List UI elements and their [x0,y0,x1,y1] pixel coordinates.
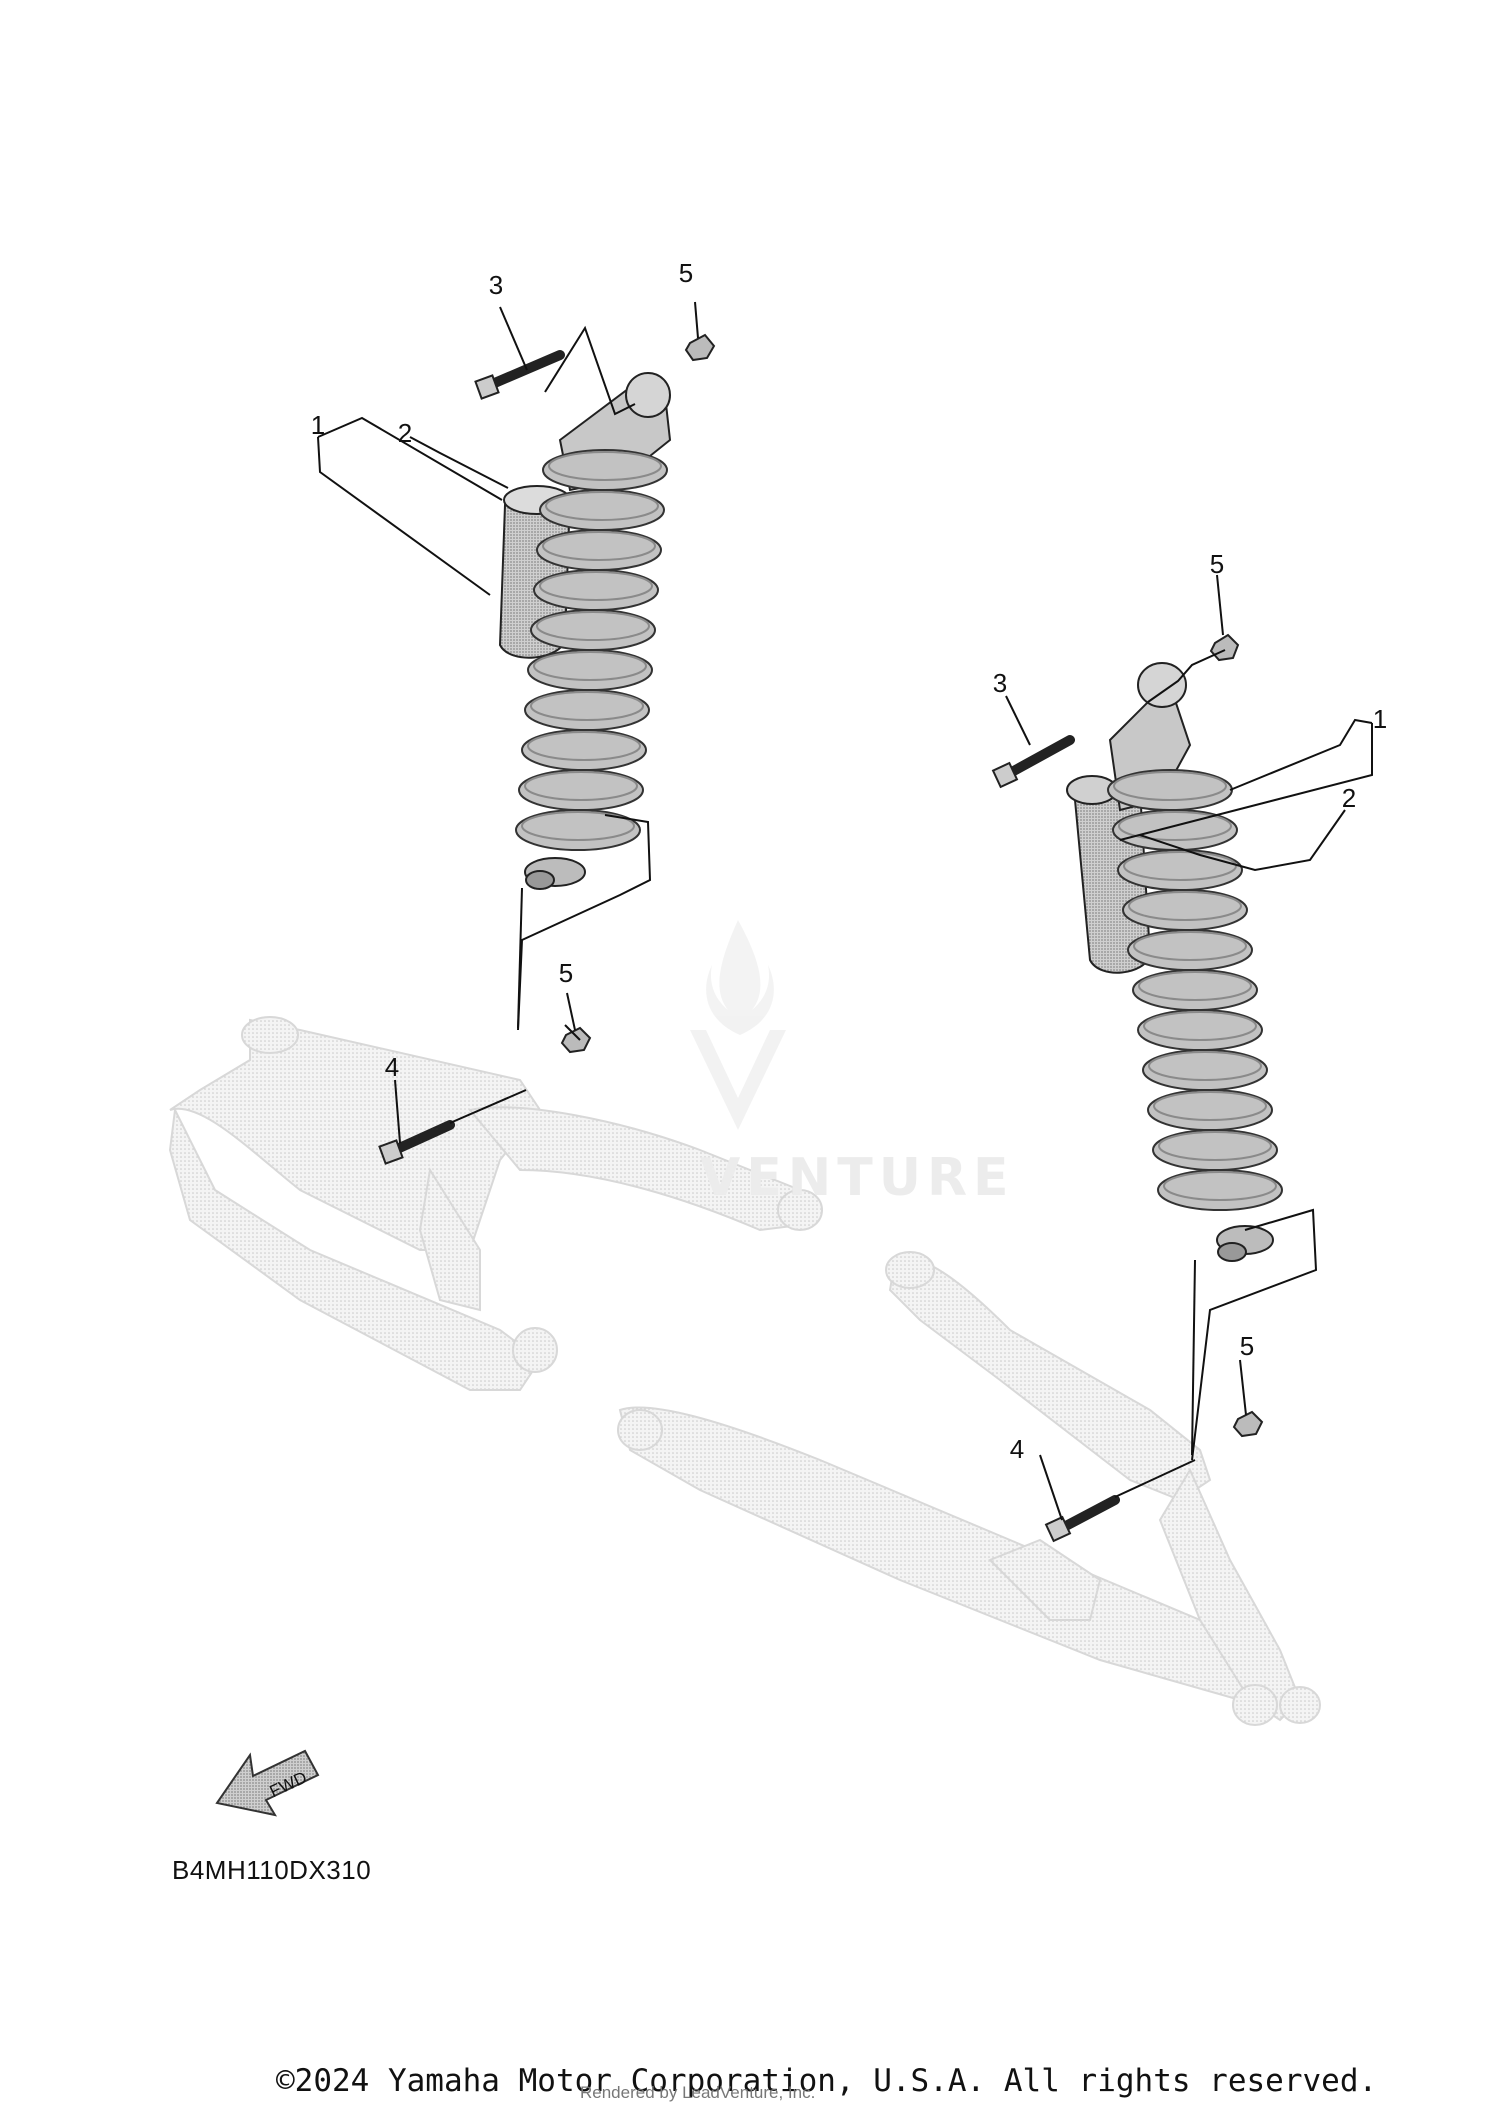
watermark-logo [690,920,786,1130]
diagram-code: B4MH110DX310 [172,1855,372,1885]
right-callout-1: 1 [1373,704,1387,734]
right-callout-5-bottom: 5 [1240,1331,1254,1361]
left-callout-2: 2 [398,418,412,448]
right-leader-lines [1005,574,1373,1521]
right-callout-2: 2 [1342,783,1356,813]
watermark-text: VENTURE [700,1148,1015,1208]
rendered-by-notice: Rendered by LeadVenture, Inc. [580,2083,816,2102]
left-callout-5-bottom: 5 [559,958,573,988]
right-shock-absorber [1066,662,1283,1262]
right-bolts [991,633,1264,1543]
right-callout-4: 4 [1010,1434,1024,1464]
right-swingarm [617,1251,1321,1726]
left-callout-1: 1 [311,410,325,440]
left-bolts [378,333,716,1165]
left-callout-3: 3 [489,270,503,300]
left-callout-5-top: 5 [679,258,693,288]
right-callouts: 5 3 1 2 5 4 [993,549,1387,1464]
left-swingarm [168,1016,823,1391]
right-callout-3: 3 [993,668,1007,698]
left-shock-absorber [498,372,672,890]
left-callouts: 3 5 1 2 5 4 [311,258,693,1082]
left-leader-lines [317,301,699,1144]
right-callout-5-top: 5 [1210,549,1224,579]
copyright-notice: ©2024 Yamaha Motor Corporation, U.S.A. A… [276,2063,1378,2099]
left-callout-4: 4 [385,1052,399,1082]
fwd-arrow-icon: FWD [215,1749,320,1817]
